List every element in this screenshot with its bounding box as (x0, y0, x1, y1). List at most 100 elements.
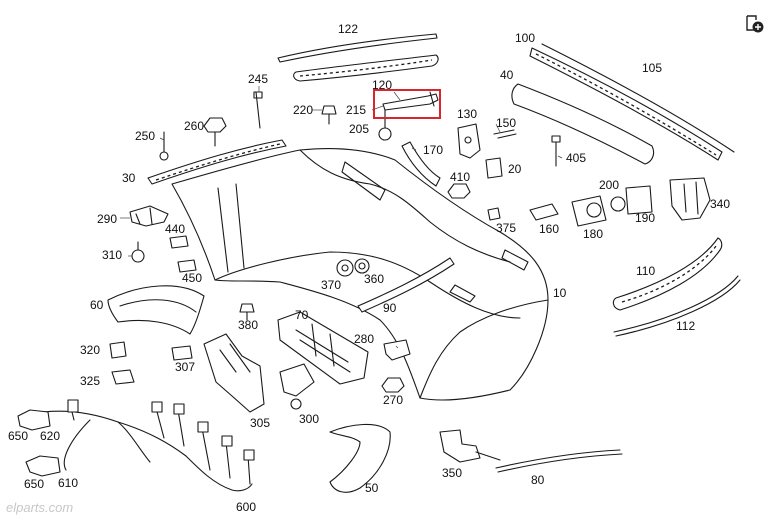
part-110-trim (612, 237, 723, 311)
part-380-screw (239, 303, 255, 321)
label-410[interactable]: 410 (450, 170, 471, 184)
label-600[interactable]: 600 (236, 500, 257, 514)
part-290-bracket (129, 205, 169, 227)
part-190-ring (610, 196, 626, 212)
label-160[interactable]: 160 (539, 222, 560, 236)
part-130-plate (457, 123, 481, 159)
part-305-bracket (203, 333, 265, 413)
label-320[interactable]: 320 (80, 343, 101, 357)
label-122[interactable]: 122 (338, 22, 359, 36)
label-260[interactable]: 260 (184, 119, 205, 133)
label-60[interactable]: 60 (90, 298, 104, 312)
label-150[interactable]: 150 (496, 116, 517, 130)
label-50[interactable]: 50 (365, 481, 379, 495)
part-160-bracket (529, 203, 559, 221)
part-70-bracket (277, 311, 369, 385)
part-200-housing (625, 185, 653, 215)
part-320-clip (109, 341, 127, 359)
label-205[interactable]: 205 (349, 122, 370, 136)
label-40[interactable]: 40 (500, 68, 514, 82)
part-170-bracket (401, 141, 441, 187)
part-60-liner (107, 285, 205, 335)
label-440[interactable]: 440 (165, 222, 186, 236)
part-112-strip (613, 275, 741, 337)
highlight-box-part-120 (373, 89, 441, 119)
add-to-list-button[interactable] (745, 14, 765, 34)
label-360[interactable]: 360 (364, 272, 385, 286)
label-650-bottom[interactable]: 650 (24, 477, 45, 491)
label-620[interactable]: 620 (40, 429, 61, 443)
part-180-sensor (571, 195, 607, 227)
add-to-list-icon (746, 15, 764, 33)
label-105[interactable]: 105 (642, 61, 663, 75)
label-300[interactable]: 300 (299, 412, 320, 426)
label-90[interactable]: 90 (383, 301, 397, 315)
label-290[interactable]: 290 (97, 212, 118, 226)
label-325[interactable]: 325 (80, 374, 101, 388)
label-30[interactable]: 30 (122, 171, 136, 185)
part-410-nut (447, 183, 471, 199)
part-310-bolt (131, 241, 145, 263)
label-305[interactable]: 305 (250, 416, 271, 430)
part-340-bracket (669, 177, 711, 221)
part-450-clip (177, 259, 197, 273)
part-150-clip (493, 129, 517, 139)
part-360-nut (354, 258, 370, 274)
part-20-clip (485, 157, 503, 179)
part-440-clip (169, 235, 189, 249)
label-610[interactable]: 610 (58, 476, 79, 490)
part-325-clip (111, 369, 135, 385)
part-307-clip (171, 345, 193, 361)
part-90-strip (357, 257, 455, 313)
part-122-strip (277, 33, 438, 63)
label-380[interactable]: 380 (238, 318, 259, 332)
label-405[interactable]: 405 (566, 151, 587, 165)
label-310[interactable]: 310 (102, 248, 123, 262)
part-120-trim (293, 54, 439, 82)
label-190[interactable]: 190 (635, 211, 656, 225)
part-260-bolt (203, 117, 227, 147)
label-130[interactable]: 130 (457, 107, 478, 121)
part-405-bolt (551, 135, 561, 167)
part-100-rail (529, 43, 735, 161)
part-610-connector (25, 455, 61, 477)
part-620-connector (17, 409, 51, 431)
label-245[interactable]: 245 (248, 72, 269, 86)
label-170[interactable]: 170 (423, 143, 444, 157)
label-375[interactable]: 375 (496, 221, 517, 235)
label-450[interactable]: 450 (182, 271, 203, 285)
label-340[interactable]: 340 (710, 197, 731, 211)
part-220-clip (321, 105, 337, 125)
label-270[interactable]: 270 (383, 393, 404, 407)
label-112[interactable]: 112 (676, 319, 696, 333)
label-280[interactable]: 280 (354, 332, 375, 346)
label-350[interactable]: 350 (442, 466, 463, 480)
watermark: elparts.com (6, 500, 74, 515)
part-120-rod (382, 91, 439, 111)
part-250-pin (159, 131, 169, 161)
label-370[interactable]: 370 (321, 278, 342, 292)
label-200[interactable]: 200 (599, 178, 620, 192)
label-100[interactable]: 100 (515, 31, 536, 45)
label-80[interactable]: 80 (531, 473, 545, 487)
label-10[interactable]: 10 (553, 286, 567, 300)
label-215[interactable]: 215 (346, 103, 367, 117)
part-350-bracket (439, 429, 501, 463)
part-270-nut (381, 377, 405, 393)
part-370-nut (336, 259, 354, 277)
label-307[interactable]: 307 (175, 360, 196, 374)
part-375-nut (487, 207, 501, 221)
part-10-bumper (171, 147, 549, 401)
label-20[interactable]: 20 (508, 162, 522, 176)
label-120[interactable]: 120 (372, 78, 393, 92)
part-50-liner (329, 423, 391, 493)
label-180[interactable]: 180 (583, 227, 604, 241)
part-280-bracket (383, 339, 411, 361)
label-220[interactable]: 220 (293, 103, 314, 117)
part-600-harness (29, 399, 255, 492)
label-110[interactable]: 110 (636, 264, 656, 278)
label-70[interactable]: 70 (295, 308, 309, 322)
label-650-top[interactable]: 650 (8, 429, 29, 443)
label-250[interactable]: 250 (135, 129, 156, 143)
